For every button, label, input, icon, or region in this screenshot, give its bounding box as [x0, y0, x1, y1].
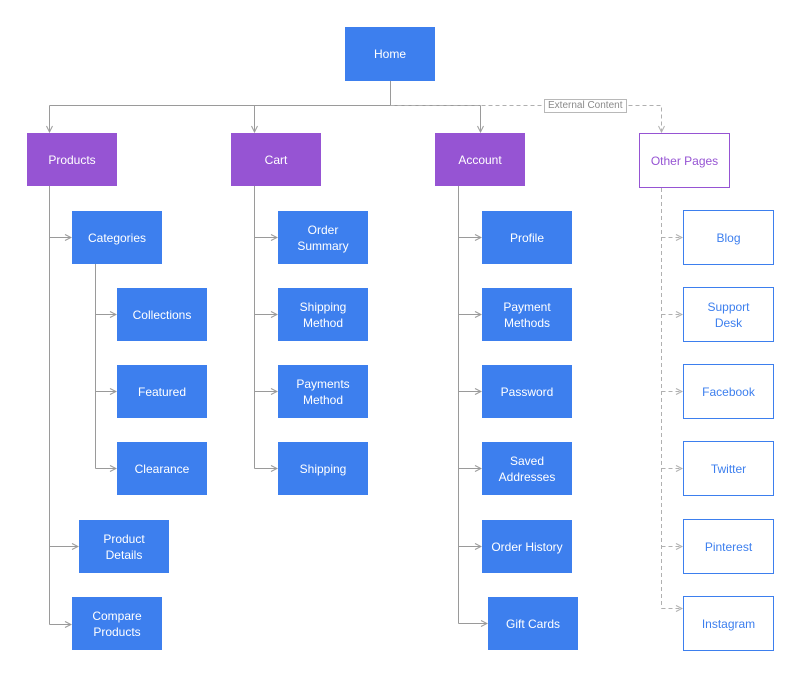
connector-external: [390, 105, 662, 133]
node-shipping-method[interactable]: Shipping Method: [278, 288, 368, 341]
node-home[interactable]: Home: [345, 27, 435, 81]
node-instagram[interactable]: Instagram: [683, 596, 774, 651]
node-other-pages[interactable]: Other Pages: [639, 133, 730, 188]
node-payment-methods[interactable]: Payment Methods: [482, 288, 572, 341]
node-clearance[interactable]: Clearance: [117, 442, 207, 495]
node-categories[interactable]: Categories: [72, 211, 162, 264]
node-gift-cards[interactable]: Gift Cards: [488, 597, 578, 650]
node-featured[interactable]: Featured: [117, 365, 207, 418]
node-facebook[interactable]: Facebook: [683, 364, 774, 419]
node-collections[interactable]: Collections: [117, 288, 207, 341]
node-payments-method[interactable]: Payments Method: [278, 365, 368, 418]
node-compare-products[interactable]: Compare Products: [72, 597, 162, 650]
node-product-details[interactable]: Product Details: [79, 520, 169, 573]
node-blog[interactable]: Blog: [683, 210, 774, 265]
node-account[interactable]: Account: [435, 133, 525, 186]
node-pinterest[interactable]: Pinterest: [683, 519, 774, 574]
external-content-label: External Content: [544, 99, 627, 113]
node-order-summary[interactable]: Order Summary: [278, 211, 368, 264]
node-shipping[interactable]: Shipping: [278, 442, 368, 495]
node-saved-addresses[interactable]: Saved Addresses: [482, 442, 572, 495]
node-products[interactable]: Products: [27, 133, 117, 186]
node-order-history[interactable]: Order History: [482, 520, 572, 573]
node-twitter[interactable]: Twitter: [683, 441, 774, 496]
node-support-desk[interactable]: Support Desk: [683, 287, 774, 342]
node-password[interactable]: Password: [482, 365, 572, 418]
node-profile[interactable]: Profile: [482, 211, 572, 264]
node-cart[interactable]: Cart: [231, 133, 321, 186]
